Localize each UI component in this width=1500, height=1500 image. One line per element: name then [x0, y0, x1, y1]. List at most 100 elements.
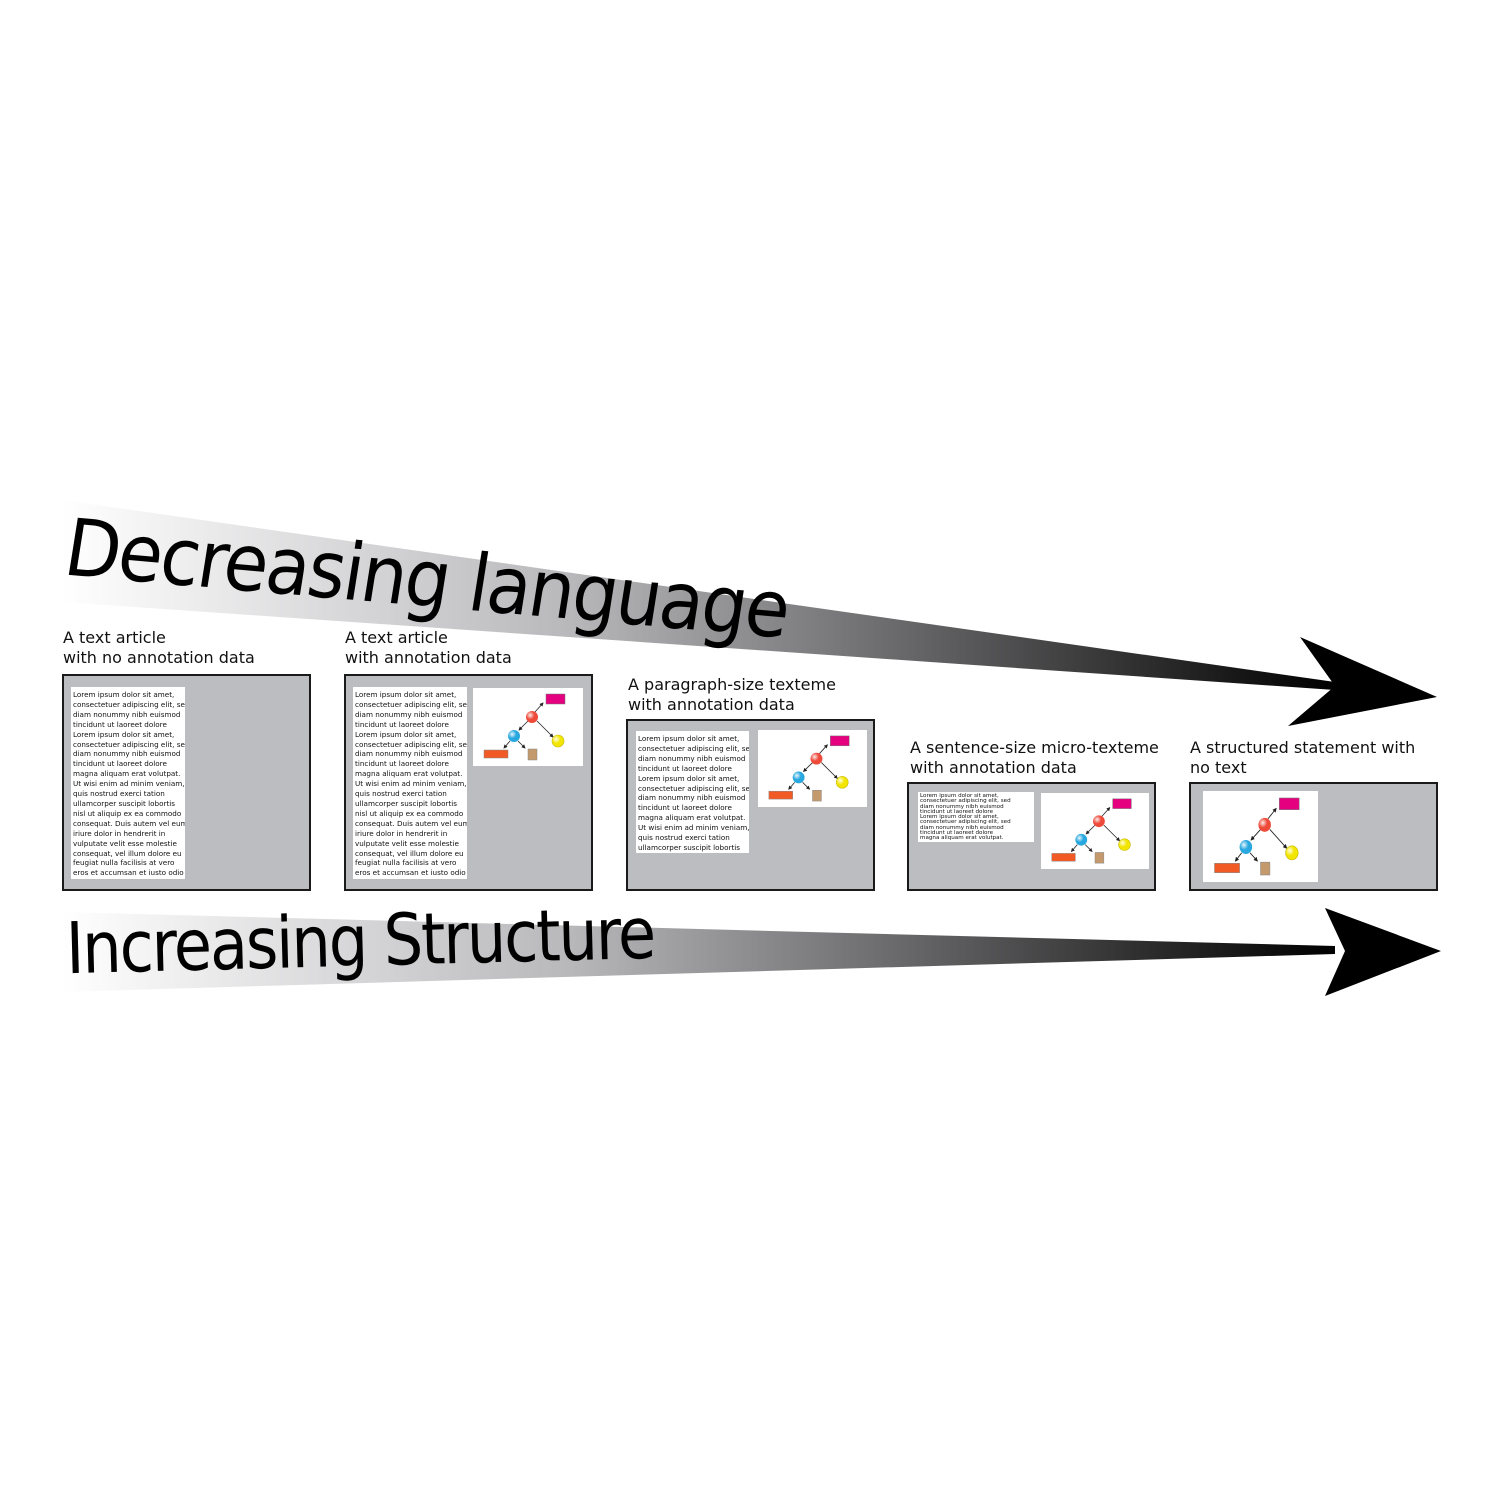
text-block: Lorem ipsum dolor sit amet,consectetuer …	[918, 792, 1034, 842]
text-line: tincidunt ut laoreet dolore	[920, 830, 994, 837]
text-line: feugiat nulla facilisis at vero	[355, 858, 457, 868]
text-line: consectetuer adipiscing elit, sed	[355, 699, 467, 709]
text-line: diam nonummy nibh euismod	[920, 803, 1004, 810]
text-line: iriure dolor in hendrerit in	[355, 828, 448, 838]
text-line: Lorem ipsum dolor sit amet,	[920, 814, 999, 821]
text-line: tincidunt ut laoreet dolore	[920, 808, 994, 815]
text-line: diam nonummy nibh euismod	[73, 749, 181, 759]
text-line: eros et accumsan et iusto odio	[73, 868, 184, 878]
text-line: Lorem ipsum dolor sit amet,	[638, 734, 740, 743]
magenta-node	[1112, 798, 1132, 809]
label-line: A text article	[63, 628, 166, 647]
text-line: eros et accumsan et iusto odio	[355, 868, 466, 878]
text-line: Lorem ipsum dolor sit amet,	[355, 690, 457, 699]
panel-4-label: A sentence-size micro-texteme with annot…	[910, 738, 1159, 778]
panel-3-label: A paragraph-size texteme with annotation…	[628, 675, 836, 715]
panel-paragraph-texteme: Lorem ipsum dolor sit amet,consectetuer …	[626, 719, 875, 891]
orange-node	[1214, 863, 1240, 873]
magenta-node	[1279, 797, 1300, 810]
label-line: with annotation data	[628, 695, 795, 714]
tan-node	[527, 748, 538, 761]
text-line: Lorem ipsum dolor sit amet,	[355, 729, 457, 739]
text-line: ullamcorper suscipit lobortis	[73, 798, 176, 808]
label-line: with annotation data	[345, 648, 512, 667]
text-line: diam nonummy nibh euismod	[355, 709, 463, 719]
text-line: quis nostrud exerci tation	[355, 789, 447, 799]
text-line: Ut wisi enim ad minim veniam,	[73, 779, 185, 789]
text-line: quis nostrud exerci tation	[638, 833, 730, 843]
text-line: vulputate velit esse molestie	[355, 838, 459, 848]
text-line: iriure dolor in hendrerit in	[73, 828, 166, 838]
text-line: magna aliquam erat volutpat.	[920, 835, 1004, 842]
increasing-structure-heading: Increasing Structure	[64, 891, 656, 991]
text-line: Lorem ipsum dolor sit amet,	[73, 729, 175, 739]
text-line: ullamcorper suscipit lobortis	[355, 798, 458, 808]
tan-node	[812, 789, 822, 802]
panel-2-label: A text article with annotation data	[345, 628, 512, 668]
text-line: consectetuer adipiscing elit, sed	[355, 739, 467, 749]
magenta-node	[545, 693, 566, 705]
text-line: magna aliquam erat volutpat.	[73, 769, 181, 779]
magenta-node	[830, 735, 850, 747]
orange-node	[768, 790, 793, 800]
text-line: nisl ut aliquip ex ea commodo	[355, 808, 464, 818]
text-line: diam nonummy nibh euismod	[638, 753, 746, 763]
text-line: tincidunt ut laoreet dolore	[638, 763, 732, 773]
panel-5-label: A structured statement with no text	[1190, 738, 1415, 778]
text-line: Ut wisi enim ad minim veniam,	[355, 779, 467, 789]
text-line: diam nonummy nibh euismod	[355, 749, 463, 759]
text-line: consectetuer adipiscing elit, sed	[920, 819, 1011, 826]
text-block: Lorem ipsum dolor sit amet,consectetuer …	[353, 687, 467, 879]
text-line: tincidunt ut laoreet dolore	[73, 719, 167, 729]
annotation-tree-diagram	[1041, 793, 1149, 869]
text-line: tincidunt ut laoreet dolore	[355, 719, 449, 729]
text-line: feugiat nulla facilisis at vero	[73, 858, 175, 868]
label-line: A paragraph-size texteme	[628, 675, 836, 694]
text-line: consectetuer adipiscing elit, sed	[638, 743, 749, 753]
increasing-structure-arrow	[62, 908, 1441, 996]
label-line: A sentence-size micro-texteme	[910, 738, 1159, 757]
text-line: diam nonummy nibh euismod	[920, 824, 1004, 831]
text-line: Lorem ipsum dolor sit amet,	[73, 690, 175, 699]
panel-structured-statement	[1189, 782, 1438, 891]
orange-node	[1051, 853, 1076, 862]
text-line: nisl ut aliquip ex ea commodo	[73, 808, 182, 818]
text-line: consequat. Duis autem vel eum	[73, 818, 185, 828]
text-line: tincidunt ut laoreet dolore	[355, 759, 449, 769]
label-line: A structured statement with	[1190, 738, 1416, 757]
text-line: consequat, vel illum dolore eu	[73, 848, 182, 858]
panel-text-article-with-annotation: Lorem ipsum dolor sit amet,consectetuer …	[344, 674, 593, 891]
text-line: consectetuer adipiscing elit, sed	[920, 798, 1011, 805]
text-line: Lorem ipsum dolor sit amet,	[920, 793, 999, 799]
text-line: vulputate velit esse molestie	[73, 838, 177, 848]
text-line: ullamcorper suscipit lobortis	[638, 842, 741, 852]
text-line: Ut wisi enim ad minim veniam,	[638, 823, 749, 833]
label-line: no text	[1190, 758, 1247, 777]
text-line: consequat. Duis autem vel eum	[355, 818, 467, 828]
decreasing-language-arrow	[62, 500, 1437, 726]
panel-1-label: A text article with no annotation data	[63, 628, 255, 668]
tan-node	[1260, 861, 1271, 876]
annotation-tree-diagram	[1203, 791, 1318, 882]
text-line: consectetuer adipiscing elit, sed	[73, 699, 185, 709]
text-block: Lorem ipsum dolor sit amet,consectetuer …	[636, 731, 749, 853]
label-line: with no annotation data	[63, 648, 255, 667]
tan-node	[1094, 852, 1105, 864]
label-line: with annotation data	[910, 758, 1077, 777]
panel-text-article-no-annotation: Lorem ipsum dolor sit amet,consectetuer …	[62, 674, 311, 891]
text-line: consequat, vel illum dolore eu	[355, 848, 464, 858]
text-line: quis nostrud exerci tation	[73, 789, 165, 799]
text-line: consectetuer adipiscing elit, sed	[73, 739, 185, 749]
text-line: magna aliquam erat volutpat.	[638, 813, 746, 823]
annotation-tree-diagram	[758, 730, 867, 807]
text-line: consectetuer adipiscing elit, sed	[638, 783, 749, 793]
panel-sentence-micro-texteme: Lorem ipsum dolor sit amet,consectetuer …	[907, 782, 1156, 891]
text-line: diam nonummy nibh euismod	[73, 709, 181, 719]
text-line: tincidunt ut laoreet dolore	[638, 803, 732, 813]
label-line: A text article	[345, 628, 448, 647]
annotation-tree-diagram	[473, 688, 583, 766]
text-block: Lorem ipsum dolor sit amet,consectetuer …	[71, 687, 185, 879]
text-line: tincidunt ut laoreet dolore	[73, 759, 167, 769]
